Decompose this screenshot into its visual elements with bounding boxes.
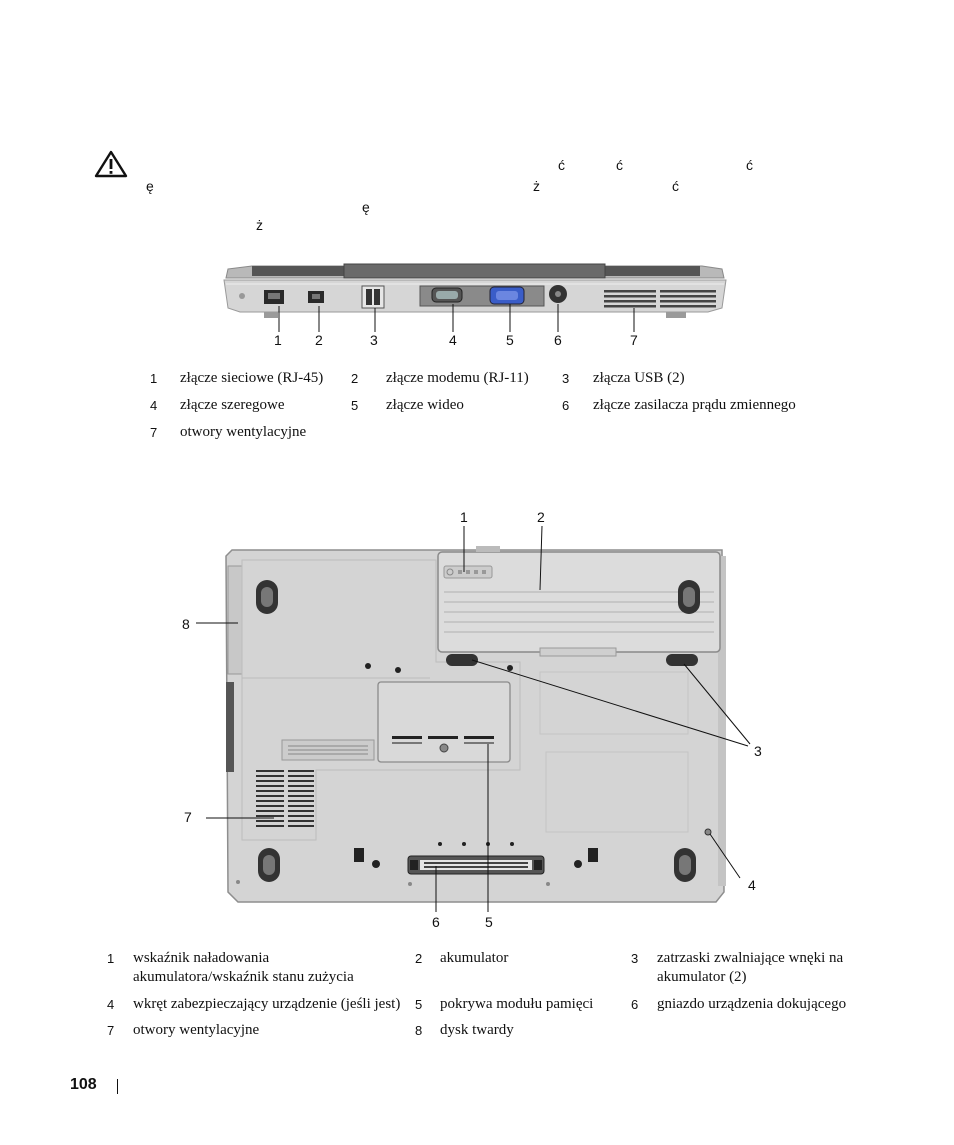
laptop-back-view-figure [223,263,727,318]
legend-text: wkręt zabezpieczający urządzenie (jeśli … [133,996,401,1012]
caution-text-fragment: ć [616,157,623,173]
legend-text: złącze wideo [386,397,464,413]
bottom-callout-5: 5 [485,914,493,930]
legend-number: 3 [631,951,639,966]
caution-text-fragment: ż [256,217,263,233]
bottom-callout-1: 1 [460,509,468,525]
legend-number: 6 [631,997,639,1012]
legend-text: złącze modemu (RJ-11) [386,370,529,386]
battery-latch-icon [666,654,698,666]
legend-number: 8 [415,1023,423,1038]
back-callout-5: 5 [506,332,514,348]
legend-number: 5 [351,398,359,413]
legend-text: pokrywa modułu pamięci [440,996,594,1012]
legend-text: złącze szeregowe [180,397,285,413]
back-callout-2: 2 [315,332,323,348]
vent-grille-icon [604,290,716,308]
legend-text: otwory wentylacyjne [180,424,307,440]
legend-number: 1 [150,371,158,386]
back-callout-4: 4 [449,332,457,348]
legend-text: akumulator [440,950,509,966]
legend-number: 1 [107,951,115,966]
legend-text: akumulatora/wskaźnik stanu zużycia [133,969,354,985]
caution-text-fragment: ę [146,178,154,194]
legend-number: 6 [562,398,570,413]
legend-number: 4 [107,997,115,1012]
caution-text-fragment: ć [746,157,753,173]
legend-number: 2 [351,371,359,386]
legend-text: złącze zasilacza prądu zmiennego [593,397,796,413]
bottom-callout-6: 6 [432,914,440,930]
caution-text-fragment: ż [533,178,540,194]
legend-text: otwory wentylacyjne [133,1022,260,1038]
legend-number: 3 [562,371,570,386]
battery-latch-icon [446,654,478,666]
bottom-callout-3: 3 [754,743,762,759]
page-number: 108 [70,1076,97,1093]
bottom-callout-8: 8 [182,616,190,632]
back-view-leader-lines [278,304,635,332]
bottom-callout-4: 4 [748,877,756,893]
legend-text: złącza USB (2) [593,370,685,386]
legend-text: zatrzaski zwalniające wnęki na [657,950,844,966]
caution-text-fragment: ć [558,157,565,173]
caution-icon [94,150,128,178]
legend-number: 4 [150,398,158,413]
back-callout-7: 7 [630,332,638,348]
caution-text-fragment: ę [362,199,370,215]
footer-separator [117,1079,118,1094]
legend-text: złącze sieciowe (RJ-45) [180,370,324,386]
legend-text: wskaźnik naładowania [133,950,270,966]
back-callout-3: 3 [370,332,378,348]
back-callout-6: 6 [554,332,562,348]
bottom-callout-2: 2 [537,509,545,525]
legend-number: 5 [415,997,423,1012]
back-callout-1: 1 [274,332,282,348]
bottom-callout-7: 7 [184,809,192,825]
legend-number: 7 [150,425,158,440]
legend-text: gniazdo urządzenia dokującego [657,996,847,1012]
caution-text-fragment: ć [672,178,679,194]
laptop-bottom-view-figure [196,525,751,912]
legend-number: 7 [107,1023,115,1038]
vent-grille-icon [256,770,314,827]
security-screw-icon [704,828,712,836]
legend-number: 2 [415,951,423,966]
legend-text: akumulator (2) [657,969,747,985]
legend-text: dysk twardy [440,1022,514,1038]
